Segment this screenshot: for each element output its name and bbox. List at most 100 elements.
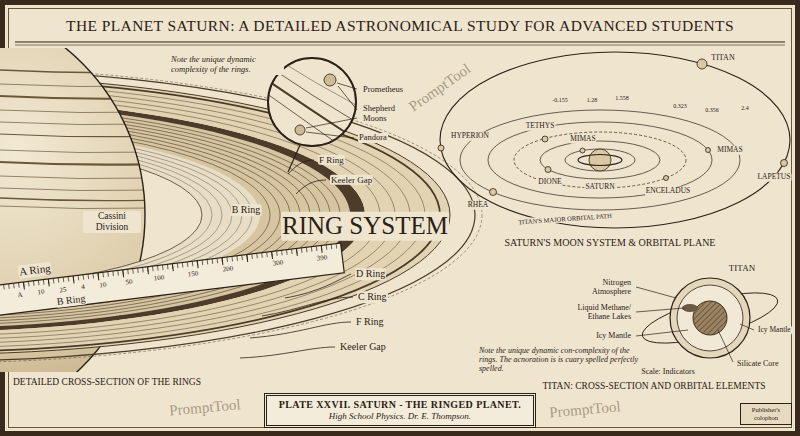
- leader-lines: [296, 180, 326, 194]
- ring-name: C Ring: [357, 291, 388, 303]
- saturn-planet: [0, 70, 160, 209]
- orbit-value: -0.155: [551, 97, 569, 104]
- saturn-planet: [0, 176, 160, 179]
- scale-number: 390: [316, 253, 329, 263]
- ring-name: A Ring: [17, 261, 52, 278]
- scale-number: 25: [58, 285, 68, 294]
- margin-note: Note the unique dynamic complexity of th…: [170, 55, 284, 75]
- leader-lines: [285, 274, 351, 298]
- moon-dots: [781, 160, 788, 167]
- rings-front: [0, 215, 482, 363]
- titan-cross-section: [740, 324, 754, 330]
- titan-cross-section: [636, 287, 754, 362]
- moon-dots: [664, 176, 669, 181]
- moon-orbits: [440, 52, 790, 228]
- ring-name: F Ring: [355, 316, 385, 328]
- section-heading: SATURN'S MOON SYSTEM & ORBITAL PLANE: [504, 237, 717, 249]
- magnifier-inset: [338, 86, 357, 110]
- moon-name: TITAN: [710, 53, 735, 62]
- moon-dots: [589, 149, 611, 171]
- titan-cross-section: [677, 285, 743, 351]
- scale-number: 10: [98, 280, 108, 289]
- planet-name: SATURN: [584, 183, 615, 192]
- plate-caption-box: PLATE XXVII. SATURN - THE RINGED PLANET.…: [264, 393, 537, 428]
- scale-number: 200: [221, 265, 234, 275]
- ring-gap-name: Keeler Gap: [330, 175, 373, 185]
- scale-number: 150: [187, 269, 200, 279]
- plate-frame: [5, 5, 795, 431]
- leader-lines: [250, 322, 351, 338]
- titan-cross-section: [636, 287, 676, 298]
- moon-dots: [438, 145, 444, 151]
- watermark: PromptTool: [168, 396, 243, 420]
- plate-title: PLATE XXVII. SATURN - THE RINGED PLANET.: [279, 399, 522, 411]
- titan-cross-section: [670, 278, 750, 358]
- layer-name: Liquid Methane/ Ethane Lakes: [558, 303, 632, 321]
- orbit-value: 1.558: [614, 95, 630, 102]
- layer-name: Nitrogen Atmosphere: [572, 278, 632, 296]
- scale-ruler: [0, 243, 344, 316]
- ring-gap-name: Cassini Division: [83, 211, 141, 233]
- plate-frame: [15, 41, 785, 42]
- logo-text: Publisher's colophon: [744, 406, 788, 422]
- ring-name: B Ring: [55, 292, 87, 307]
- saturn-planet: [0, 70, 160, 73]
- magnifier-inset: [256, 86, 352, 154]
- moon-dots: [697, 59, 707, 69]
- section-caption: TITAN: CROSS-SECTION AND ORBITAL ELEMENT…: [542, 381, 767, 392]
- layer-name: Icy Mantle: [595, 331, 632, 340]
- orbit-value: 0.323: [672, 103, 688, 110]
- titan-cross-section: [636, 308, 684, 312]
- orbit-value: 0.356: [704, 107, 720, 114]
- layer-name: Silicate Core: [736, 359, 780, 368]
- plate-frame: [15, 45, 785, 46]
- margin-note: Note the unique dynamic con-complexity o…: [478, 346, 640, 374]
- moon-name: LAPETUS: [757, 173, 792, 182]
- titan-cross-section: [636, 278, 782, 362]
- scale-number: 50: [124, 277, 134, 286]
- moon-name: TITAN: [728, 263, 756, 273]
- scale-number: 100: [152, 273, 165, 283]
- titan-cross-section: [693, 301, 727, 335]
- titan-cross-section: [682, 304, 698, 312]
- titan-cross-section: [636, 330, 688, 336]
- layer-name: Icy Mantle: [757, 326, 792, 335]
- moon-dots: [438, 59, 788, 196]
- ring-name: D Ring: [355, 268, 386, 280]
- moon-name: MIMAS: [716, 146, 743, 155]
- leader-lines: [240, 347, 335, 358]
- scale-number: 4: [80, 283, 86, 292]
- ring-gap-name: Keeler Gap: [339, 341, 387, 353]
- saturn-planet: [0, 96, 160, 99]
- moon-dots: [578, 155, 622, 166]
- magnifier-inset: [306, 118, 357, 128]
- moon-orbits: [460, 110, 740, 210]
- scale-number: 300: [271, 259, 284, 269]
- orbit-value: 1.28: [586, 97, 599, 104]
- scale-number: 10: [36, 288, 46, 297]
- magnifier-inset: [306, 83, 357, 138]
- moon-dots: [490, 189, 497, 196]
- moon-name: DIONE: [537, 178, 562, 187]
- orbit-value: 2.4: [740, 105, 750, 112]
- ring-name: B Ring: [231, 204, 262, 216]
- moon-dots: [542, 136, 548, 142]
- leader-lines: [240, 160, 353, 358]
- moon-name: Prometheus: [362, 85, 404, 95]
- rings-front: [0, 67, 482, 363]
- moon-orbits: [514, 132, 686, 188]
- page-title: THE PLANET SATURN: A DETAILED ASTRONOMIC…: [63, 17, 737, 35]
- saturn-planet: [0, 198, 160, 201]
- moon-name: HYPERION: [450, 132, 490, 141]
- magnifier-inset: [324, 74, 336, 86]
- scale-number: A: [16, 291, 24, 300]
- scale-ruler: [0, 245, 327, 293]
- moon-orbits: [440, 52, 790, 228]
- moon-orbits: [565, 149, 635, 171]
- moon-name: TETHYS: [525, 122, 556, 131]
- magnifier-inset: [295, 125, 305, 135]
- plate-frame: [9, 9, 792, 428]
- saturn-planet: [0, 134, 160, 137]
